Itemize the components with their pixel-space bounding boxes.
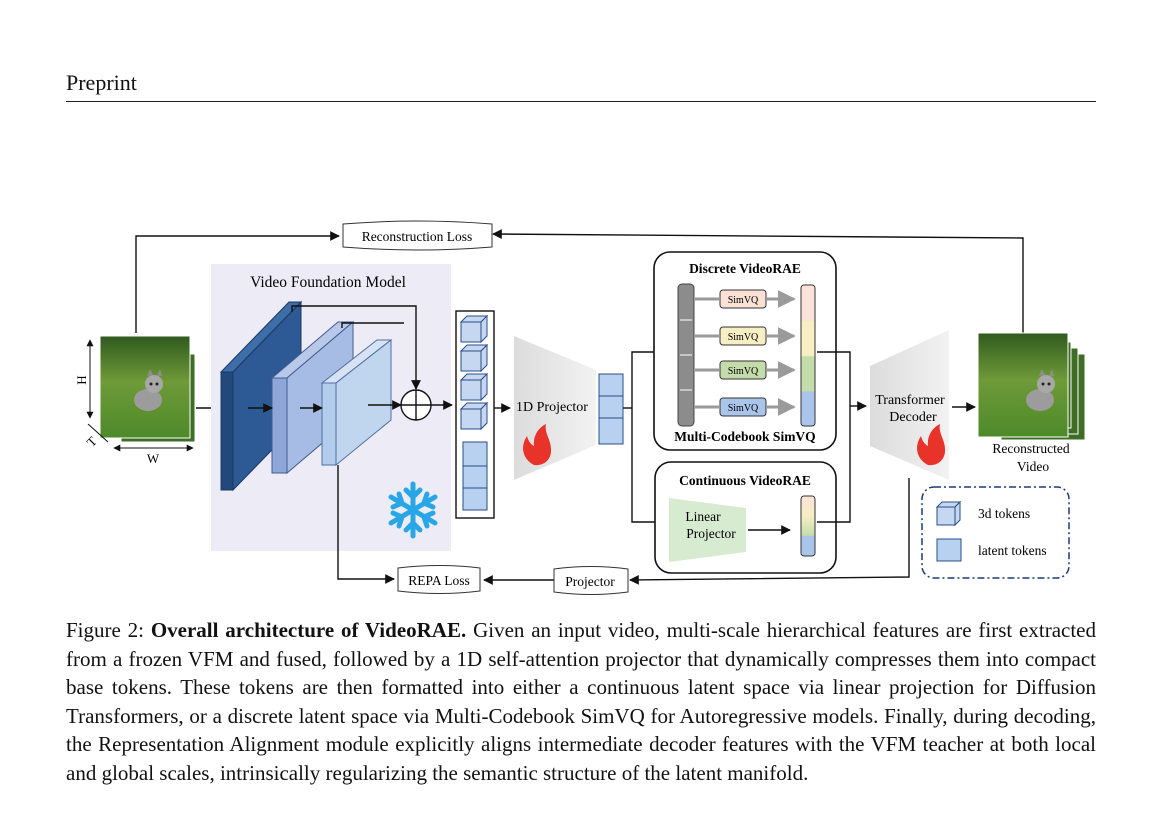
projector-label: Projector <box>565 574 615 589</box>
legend-panel <box>921 486 1070 579</box>
vfm-title: Video Foundation Model <box>250 274 406 291</box>
vfm-block-3 <box>320 338 393 467</box>
reconstruction-loss-label: Reconstruction Loss <box>362 229 473 244</box>
header-rule <box>66 101 1096 102</box>
transformer-decoder-line1: Transformer <box>875 393 945 408</box>
snowflake-icon <box>388 481 438 539</box>
legend-latent-token-icon <box>936 538 962 562</box>
base-token-column <box>598 373 624 445</box>
simvq-label-1: SimVQ <box>728 295 759 306</box>
caption-body: Given an input video, multi-scale hierar… <box>66 618 1096 785</box>
repa-loss-label: REPA Loss <box>408 573 469 588</box>
discrete-token-bar <box>800 284 816 427</box>
simvq-label-3: SimVQ <box>728 366 759 377</box>
multi-codebook-label: Multi-Codebook SimVQ <box>674 429 815 444</box>
simvq-label-4: SimVQ <box>728 403 759 414</box>
legend-latent-label: latent tokens <box>978 543 1047 558</box>
reconstruction-loss-arrow-back <box>492 229 1024 333</box>
linear-projector-line2: Projector <box>686 526 736 541</box>
reconstructed-video-line2: Video <box>1017 459 1049 474</box>
legend-3d-label: 3d tokens <box>978 506 1030 521</box>
simvq-block-2 <box>719 326 767 346</box>
dim-t-label: T <box>84 433 100 449</box>
reconstructed-video <box>977 332 1086 441</box>
discrete-videorae-title: Discrete VideoRAE <box>689 261 801 276</box>
legend-3d-token-icon <box>935 500 962 527</box>
simvq-block-3 <box>719 360 767 380</box>
running-header: Preprint <box>66 70 137 95</box>
simvq-block-1 <box>719 289 767 309</box>
projector-box <box>553 566 629 595</box>
architecture-figure: Reconstruction Loss H T W Video Foundati… <box>74 220 1086 595</box>
continuous-token-bar <box>800 495 816 557</box>
linear-projector-line1: Linear <box>685 509 721 524</box>
vfm-block-1 <box>219 300 303 492</box>
simvq-block-4 <box>719 397 767 417</box>
reconstruction-loss-box <box>342 220 493 251</box>
fire-icon-decoder <box>917 424 946 466</box>
reconstruction-loss-arrow-in <box>135 231 340 333</box>
input-video <box>99 335 196 443</box>
fire-icon-projector <box>523 424 552 466</box>
reconstructed-video-line1: Reconstructed <box>992 441 1069 456</box>
transformer-decoder-line2: Decoder <box>889 410 937 425</box>
3d-token-cubes <box>459 314 489 431</box>
dim-t-line <box>87 423 109 443</box>
caption-prefix: Figure 2: <box>66 618 144 642</box>
vfm-block-2 <box>270 320 355 475</box>
linear-projector-shape <box>669 498 746 562</box>
latent-token-stack <box>462 441 488 511</box>
projector-1d-label: 1D Projector <box>516 400 588 415</box>
simvq-label-2: SimVQ <box>728 332 759 343</box>
dim-h-label: H <box>74 375 89 384</box>
caption-title: Overall architecture of VideoRAE. <box>150 618 467 642</box>
continuous-videorae-title: Continuous VideoRAE <box>679 473 811 488</box>
repa-loss-box <box>397 565 481 594</box>
dim-w-label: W <box>147 451 160 466</box>
figure-caption: Figure 2: Overall architecture of VideoR… <box>66 616 1096 788</box>
